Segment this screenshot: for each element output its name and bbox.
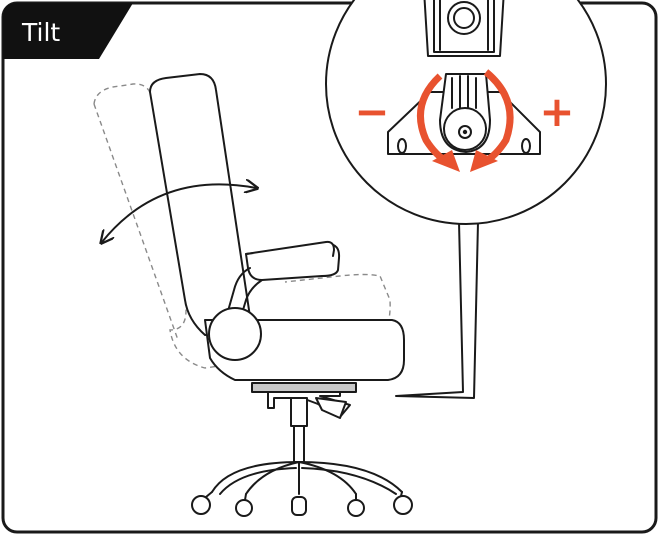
detail-callout: − + bbox=[325, 0, 607, 399]
office-chair bbox=[93, 73, 413, 517]
armrest-pad-top bbox=[245, 240, 335, 257]
armrest-pivot bbox=[208, 307, 262, 361]
caster bbox=[393, 495, 413, 515]
reclined-backrest-outline-lower bbox=[93, 103, 179, 341]
reclined-backrest-outline bbox=[93, 83, 391, 369]
caster bbox=[191, 495, 211, 515]
curved-double-arrow-icon bbox=[102, 184, 256, 242]
tab-label: Tilt bbox=[21, 18, 60, 47]
rotation-arrow-right-head bbox=[470, 150, 498, 172]
title-tab: Tilt bbox=[3, 3, 133, 59]
column-housing-hole-inner bbox=[453, 7, 475, 29]
decrease-symbol: − bbox=[354, 87, 389, 136]
plate-slot-right bbox=[521, 138, 531, 154]
tension-knob-bolt-center bbox=[462, 129, 468, 135]
circular-arrows-icon bbox=[416, 69, 514, 172]
title-tab-background bbox=[3, 3, 133, 59]
column-housing-inner bbox=[433, 0, 495, 53]
callout-pointer bbox=[395, 221, 479, 399]
caster bbox=[235, 499, 253, 517]
caster-stems bbox=[205, 491, 403, 501]
tilt-lever bbox=[315, 397, 347, 419]
plate-slot-left bbox=[397, 138, 407, 154]
column-housing-hole bbox=[447, 1, 481, 35]
star-base bbox=[211, 461, 403, 495]
star-base-inner bbox=[219, 467, 397, 495]
increase-symbol: + bbox=[539, 87, 574, 136]
tension-knob-ribs bbox=[451, 75, 477, 109]
rotation-arrow-left-head bbox=[432, 150, 460, 172]
casters bbox=[191, 491, 413, 517]
armrest-support bbox=[225, 267, 263, 321]
column-housing-rails bbox=[439, 0, 489, 51]
rotation-arrow-right bbox=[482, 69, 514, 166]
knob-closeup bbox=[387, 0, 541, 172]
gas-cylinder bbox=[293, 425, 305, 463]
caster bbox=[291, 496, 307, 516]
gas-cylinder-top bbox=[290, 397, 308, 427]
tilt-mechanism-plate-fill bbox=[253, 384, 355, 391]
caster bbox=[347, 499, 365, 517]
